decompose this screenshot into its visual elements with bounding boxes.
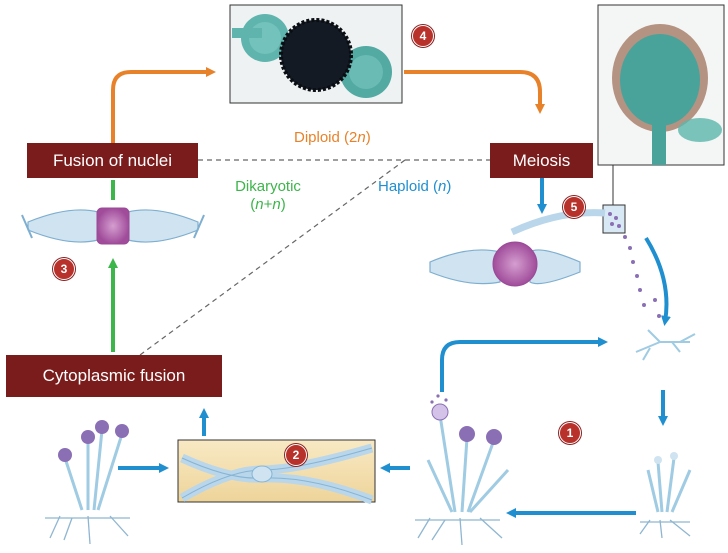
diploid-word: Diploid bbox=[294, 129, 340, 146]
young-sporangiophores bbox=[639, 452, 692, 539]
diploid-label: Diploid (2n) bbox=[294, 129, 371, 147]
sporangium-micrograph bbox=[597, 4, 725, 166]
callout-box bbox=[602, 204, 626, 234]
dikaryotic-notation: (n+n) bbox=[250, 196, 286, 213]
germinating-zygosporangium bbox=[429, 209, 606, 287]
meiosis-label: Meiosis bbox=[512, 150, 571, 170]
zygosporangium-micrograph bbox=[229, 4, 403, 104]
haploid-word: Haploid bbox=[378, 178, 429, 195]
mature-sporangiophores bbox=[415, 394, 510, 546]
diploid-notation: (2n) bbox=[344, 129, 371, 146]
dikaryotic-word: Dikaryotic bbox=[235, 178, 301, 195]
step-marker-3: 3 bbox=[53, 258, 75, 280]
fusion-of-nuclei-label: Fusion of nuclei bbox=[52, 150, 173, 170]
step-marker-4: 4 bbox=[412, 25, 434, 47]
released-spores bbox=[623, 235, 661, 318]
haploid-notation: (n) bbox=[433, 178, 452, 195]
left-sporangiophores bbox=[45, 420, 130, 545]
haploid-label: Haploid (n) bbox=[378, 178, 451, 196]
cytoplasmic-fusion-box: Cytoplasmic fusion bbox=[6, 355, 222, 397]
step-marker-2: 2 bbox=[285, 444, 307, 466]
step-marker-1: 1 bbox=[559, 422, 581, 444]
arrow-to-zygosporangium bbox=[111, 67, 216, 150]
dikaryotic-label: Dikaryotic (n+n) bbox=[218, 178, 318, 214]
step-marker-5: 5 bbox=[563, 196, 585, 218]
fusion-of-nuclei-box: Fusion of nuclei bbox=[27, 143, 198, 178]
arrow-asexual-loop bbox=[440, 337, 608, 392]
gametangia-fusion bbox=[21, 207, 205, 245]
meiosis-box: Meiosis bbox=[490, 143, 593, 178]
arrow-spores-down bbox=[644, 236, 671, 326]
germinating-spore bbox=[635, 329, 696, 361]
arrow-to-meiosis bbox=[404, 70, 545, 114]
mating-hyphae-inset bbox=[177, 439, 376, 505]
cytoplasmic-fusion-label: Cytoplasmic fusion bbox=[42, 366, 186, 385]
phase-boundary-diagonal bbox=[139, 159, 406, 356]
